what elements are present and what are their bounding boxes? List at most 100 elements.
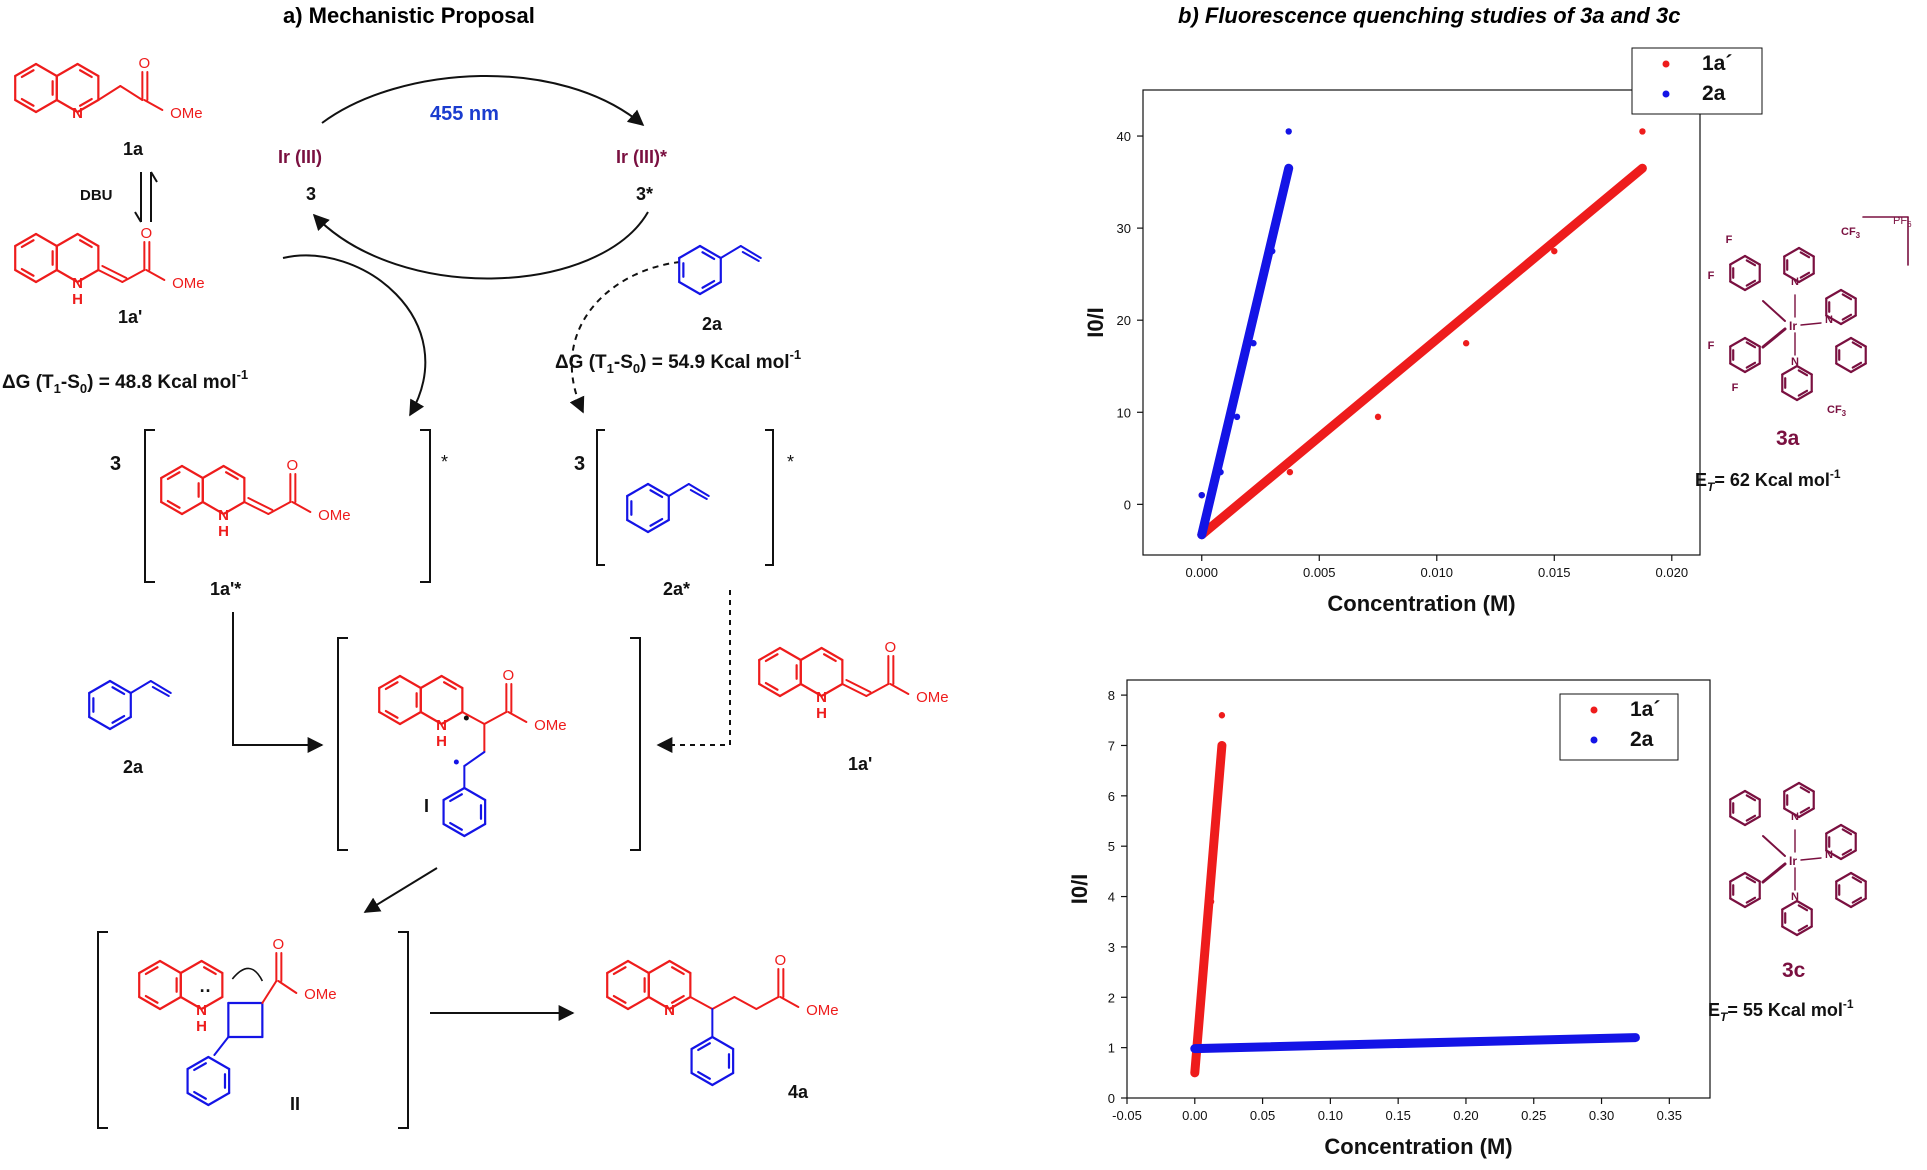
structure-2a-ring (678, 244, 722, 296)
dg-right: ΔG (T1-S0) = 54.9 Kcal mol-1 (555, 347, 801, 376)
compound-2a-star-label: 2a* (663, 579, 690, 599)
ome-1a: OMe (170, 105, 203, 122)
chart1-point-0-3 (1462, 340, 1470, 347)
chart2-point-1-2 (1367, 1040, 1375, 1048)
structure-2a-lower-ring (88, 679, 132, 731)
compound-1a-prime-label: 1a' (118, 307, 142, 327)
chart2-ytick-label: 1 (1108, 1041, 1115, 1056)
structure-I-pyridine-ring (419, 674, 464, 726)
chart1-xlabel: Concentration (M) (1327, 591, 1515, 616)
chart1-point-0-2 (1374, 413, 1382, 421)
chart2-xtick-label: 0.20 (1453, 1108, 1478, 1123)
catalyst-3a-structure-n-atom-2: N (1791, 356, 1799, 368)
bracket-2a-left (596, 429, 605, 566)
chart2-point-0-5 (1218, 712, 1226, 719)
energy-transfer-arrow-1a (282, 254, 427, 417)
compound-1a-star-label: 1a'* (210, 579, 241, 599)
chart1-xtick-label: 0.020 (1656, 565, 1689, 580)
chart2-ytick-label: 7 (1108, 738, 1115, 753)
counterion-pf6: PF6 (1893, 215, 1912, 229)
structure-II-pyridine-ring (179, 959, 224, 1011)
catalyst-3a-structure-ring-4 (1729, 336, 1761, 374)
catalyst-3c-structure-ring-3 (1835, 871, 1867, 909)
ome-II: OMe (304, 986, 337, 1003)
catalyst-3c-structure-n-atom-1: N (1825, 849, 1833, 861)
chart2-ytick-label: 3 (1108, 940, 1115, 955)
chart2-point-0-2 (1202, 948, 1209, 956)
chart2-fit-line-0 (1190, 740, 1227, 1078)
structure-1a-prime-star-pyridine-ring (201, 464, 246, 516)
chart2-xtick-label: 0.35 (1657, 1108, 1682, 1123)
catalyst-3a-structure-ring-1 (1783, 246, 1815, 284)
chart2-ylabel: I0/I (1067, 874, 1092, 905)
chart1-fit-line-0 (1197, 163, 1647, 540)
catalyst-3c-structure-n-atom-2: N (1791, 891, 1799, 903)
catalyst-3c-structure-ring-5 (1781, 899, 1813, 937)
chart2-point-1-0 (1191, 1044, 1198, 1051)
catalyst-3c-label: 3c (1782, 959, 1806, 982)
chart2-ytick-label: 2 (1108, 990, 1115, 1005)
bracket-1a-left (144, 429, 155, 583)
structure-1a-prime-star-benzo-ring (160, 464, 204, 516)
lone-pair-II: ·· (200, 981, 212, 1001)
catalyst-ground-label: Ir (III) (278, 147, 322, 167)
chart1-point-1-0 (1198, 491, 1205, 499)
catalyst-3a-structure-cf3-bottom: CF3 (1827, 404, 1847, 418)
chart2-xtick-label: 0.15 (1386, 1108, 1411, 1123)
o-atom-1a: O (139, 55, 151, 72)
catalyst-3a-structure-f-atom-2: F (1708, 340, 1715, 352)
bracket-I-left (337, 637, 348, 851)
chart2-ytick-label: 5 (1108, 839, 1115, 854)
chart1-point-1-3 (1250, 340, 1257, 347)
chart1-legend-marker-1 (1662, 90, 1670, 98)
star-right: * (787, 452, 794, 472)
energy-transfer-arrow-2a (569, 261, 681, 414)
ome-4a: OMe (806, 1002, 839, 1019)
catalyst-3c-structure-ir-atom: Ir (1789, 854, 1797, 868)
chart1-fit-line-1 (1197, 163, 1294, 540)
chart1-xtick-label: 0.000 (1185, 565, 1218, 580)
ome-I: OMe (534, 717, 567, 734)
structure-1a-prime-right-n-atom: N (816, 689, 827, 706)
star-left: * (441, 452, 448, 472)
chart2-xtick-label: 0.00 (1182, 1108, 1207, 1123)
chart1-xtick-label: 0.005 (1303, 565, 1336, 580)
structure-II-phenyl (186, 1055, 231, 1107)
chart2-point-1-5 (1632, 1034, 1639, 1041)
catalyst-3c-structure-n-atom-0: N (1791, 811, 1799, 823)
bracket-II-right (398, 931, 409, 1129)
structure-1a-prime-right-o-atom: O (885, 639, 897, 656)
compound-1a-label: 1a (123, 139, 144, 159)
structure-1a-prime-benzo-ring (14, 232, 58, 284)
h-atom-II: H (196, 1018, 207, 1035)
catalyst-3a-structure-ring-5 (1781, 364, 1813, 402)
chart1-ytick-label: 40 (1117, 129, 1131, 144)
chart2-fit-line-1 (1190, 1033, 1640, 1054)
n-atom-II: N (196, 1002, 207, 1019)
structure-1a-prime-ome: OMe (172, 275, 205, 292)
structure-2a (678, 244, 762, 296)
structure-I-benzo-ring (378, 674, 422, 726)
bracket-1a-right (420, 429, 431, 583)
chart2-frame (1126, 679, 1711, 1099)
structure-1a-pyridine-ring (55, 62, 100, 114)
n-atom-4a: N (664, 1002, 675, 1019)
catalyst-3a-structure-ir-atom: Ir (1789, 319, 1797, 333)
chart2-point-0-4 (1213, 802, 1220, 810)
chart1-ytick-label: 30 (1117, 221, 1131, 236)
chart2-xtick-label: 0.10 (1318, 1108, 1343, 1123)
chart1-point-1-4 (1269, 247, 1276, 255)
h-atom-I: H (436, 733, 447, 750)
excitation-arrow (321, 75, 645, 127)
o-atom-II: O (273, 936, 285, 953)
cyclobutane-II (227, 1001, 264, 1039)
triplet-right: 3 (574, 453, 585, 475)
chart2-xtick-label: 0.30 (1589, 1108, 1614, 1123)
triplet-left: 3 (110, 453, 121, 475)
chart1-legend-marker-0 (1662, 60, 1670, 68)
catalyst-3a-structure-f-atom-0: F (1726, 234, 1733, 246)
catalyst-3a-structure-ring-3 (1835, 336, 1867, 374)
